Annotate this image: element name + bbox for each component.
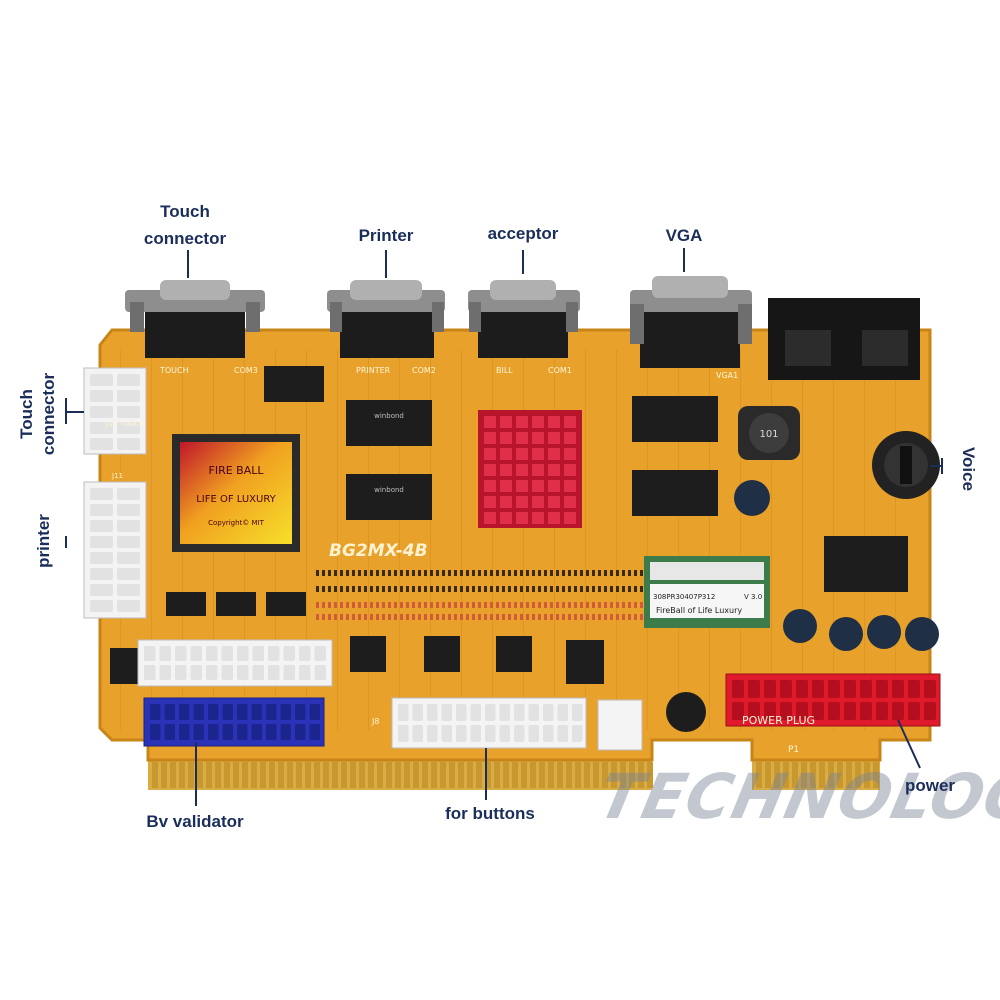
label-bv-validator: Bv validator [146,812,244,831]
silk-power-plug: POWER PLUG [742,714,815,727]
power-plug-connector [725,673,941,727]
heatsink [478,410,582,528]
bv-validator-connector [143,697,325,747]
silk-com1: COM1 [548,366,572,375]
inductor [738,406,800,460]
small-chips [110,536,908,684]
silk-j11: J11 [111,472,123,480]
audio-connector [597,699,643,751]
memory-brand-1: winbond [374,412,404,420]
label-pointer-lines [65,248,943,806]
silk-printer: PRINTER [356,366,391,375]
label-printer-top: Printer [358,226,414,245]
label-voice-right: Voice [959,446,978,492]
label-acceptor-top: acceptor [487,224,559,243]
label-printer-left: printer [34,514,53,568]
silk-touch: TOUCH [159,366,189,375]
chip-line2: LIFE OF LUXURY [196,494,276,505]
capacitors [666,480,939,732]
label-vga-top: VGA [665,226,703,245]
silk-com2: COM2 [412,366,436,375]
buttons-connector [391,697,587,749]
label-for-buttons: for buttons [445,804,535,823]
silk-bill: BILL [496,366,513,375]
chip-line3: Copyright© MIT [208,519,265,527]
memory-brand-2: winbond [374,486,404,494]
rj-jacks [768,298,920,380]
white-connector-top-row [137,639,333,687]
label-touch-connector-top: Touch connector [143,202,227,248]
db9-bill-acceptor-connector [468,280,580,358]
firmware-sticker-module [644,556,770,628]
silk-com3: COM3 [234,366,258,375]
chip-line1: FIRE BALL [209,464,265,477]
label-touch-connector-left: Touch connector [17,372,58,456]
printer-side-connector [83,481,147,619]
inductor-label: 101 [759,429,778,440]
vga-connector [630,276,752,368]
sticker-code: 308PR30407P312 [653,593,715,601]
db9-printer-connector [327,280,445,358]
main-processor-chip [172,434,300,552]
touch-side-connector [83,367,147,455]
silk-j14: J14 TOUCH [105,420,144,428]
board-model: BG2MX-4B [329,541,428,561]
sticker-version: V 3.0 [744,593,762,601]
silk-j8: J8 [371,717,379,726]
db9-touch-connector [125,280,265,358]
silk-p1: P1 [788,745,799,755]
memory-chips [264,366,718,520]
sticker-name: FireBall of Life Luxury [656,606,742,615]
voice-potentiometer [872,431,940,499]
label-power: power [904,776,956,795]
silk-vga1: VGA1 [716,371,738,380]
